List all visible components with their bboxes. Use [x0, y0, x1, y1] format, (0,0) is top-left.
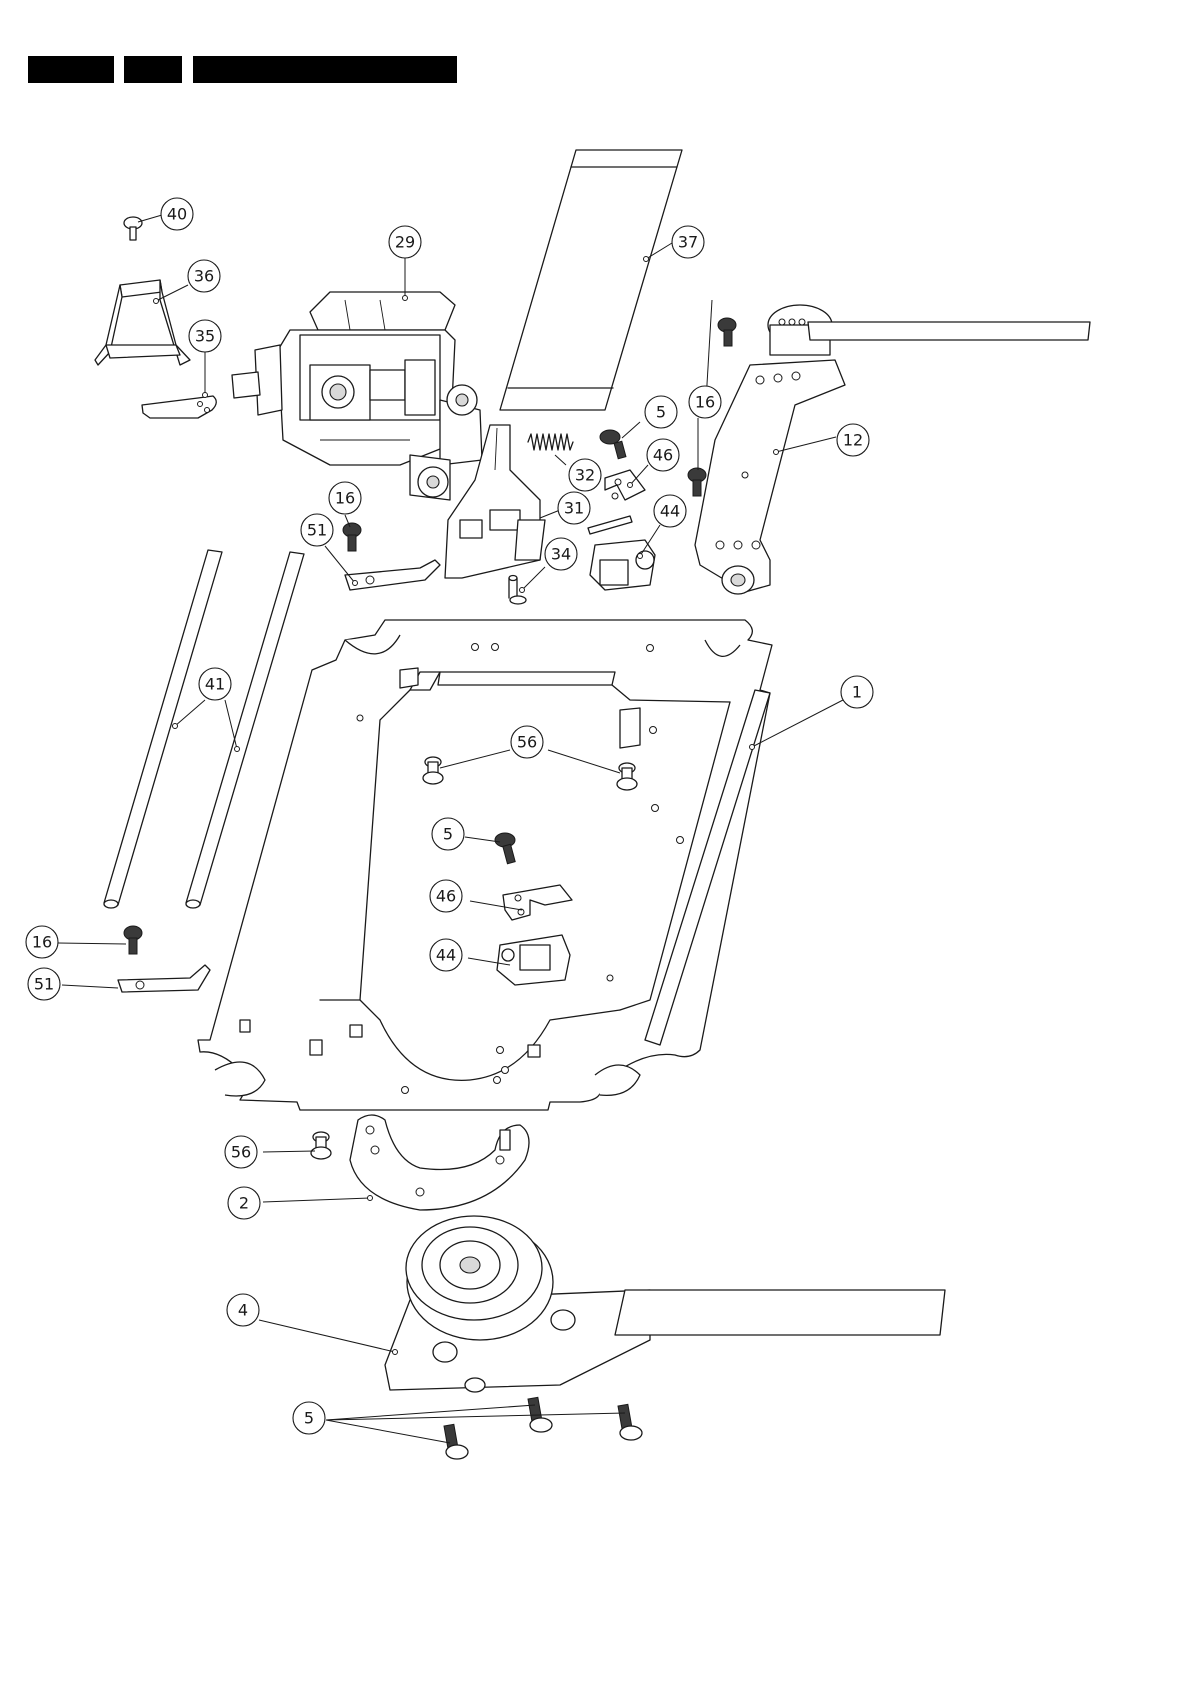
callout-label: 56	[517, 733, 537, 752]
screw-5-upper	[600, 430, 626, 459]
stud-56-lower	[311, 1132, 331, 1159]
clip-51-upper	[345, 560, 440, 590]
callout-16-b: 16	[329, 482, 361, 514]
callout-2: 2	[228, 1187, 260, 1219]
callout-46-a: 46	[647, 439, 679, 471]
callout-44-b: 44	[430, 939, 462, 971]
callout-label: 40	[167, 205, 187, 224]
callout-label: 35	[195, 327, 215, 346]
callout-51-b: 51	[28, 968, 60, 1000]
callout-label: 29	[395, 233, 415, 252]
callout-5-a: 5	[645, 396, 677, 428]
clip-part	[142, 396, 216, 418]
callout-32: 32	[569, 459, 601, 491]
screw-16-b	[688, 468, 706, 496]
callout-label: 1	[852, 683, 862, 702]
callout-label: 2	[239, 1194, 249, 1213]
callout-label: 36	[194, 267, 214, 286]
clip-51-lower	[118, 965, 210, 992]
callout-1: 1	[841, 676, 873, 708]
callout-label: 16	[32, 933, 52, 952]
callout-label: 56	[231, 1143, 251, 1162]
callout-label: 31	[564, 499, 584, 518]
callout-56-a: 56	[511, 726, 543, 758]
callout-16-a: 16	[689, 386, 721, 418]
callout-label: 46	[436, 887, 456, 906]
callout-46-b: 46	[430, 880, 462, 912]
sled-motor-part	[695, 305, 1090, 594]
callout-29: 29	[389, 226, 421, 258]
callout-34: 34	[545, 538, 577, 570]
callout-12: 12	[837, 424, 869, 456]
flex-cable-part	[500, 150, 682, 410]
optical-pickup-part	[232, 292, 482, 500]
callout-56-b: 56	[225, 1136, 257, 1168]
callout-label: 46	[653, 446, 673, 465]
callout-label: 37	[678, 233, 698, 252]
bracket-part	[95, 280, 190, 365]
spindle-motor-part	[385, 1216, 945, 1392]
callout-label: 51	[34, 975, 54, 994]
screw-16-d	[124, 926, 142, 954]
screws-5-lower	[444, 1397, 642, 1459]
callout-label: 41	[205, 675, 225, 694]
callout-44-a: 44	[654, 495, 686, 527]
callout-label: 32	[575, 466, 595, 485]
callout-4: 4	[227, 1294, 259, 1326]
callout-label: 12	[843, 431, 863, 450]
callout-label: 5	[304, 1409, 314, 1428]
screw-16-a	[718, 318, 736, 346]
callout-35: 35	[189, 320, 221, 352]
callout-41: 41	[199, 668, 231, 700]
callout-label: 16	[335, 489, 355, 508]
callout-label: 5	[656, 403, 666, 422]
callout-40: 40	[161, 198, 193, 230]
callout-5-c: 5	[293, 1402, 325, 1434]
callout-label: 44	[436, 946, 456, 965]
callout-label: 4	[238, 1301, 248, 1320]
callout-label: 5	[443, 825, 453, 844]
callout-label: 34	[551, 545, 571, 564]
callout-51-a: 51	[301, 514, 333, 546]
callout-31: 31	[558, 492, 590, 524]
callout-5-b: 5	[432, 818, 464, 850]
arc-bracket-part	[350, 1115, 529, 1210]
screw-16-c	[343, 523, 361, 551]
callout-label: 44	[660, 502, 680, 521]
callout-16-c: 16	[26, 926, 58, 958]
main-chassis-part	[198, 620, 772, 1110]
screw-40	[124, 217, 142, 240]
callout-36: 36	[188, 260, 220, 292]
callout-label: 51	[307, 521, 327, 540]
callout-37: 37	[672, 226, 704, 258]
spring-part	[528, 434, 573, 450]
callout-label: 16	[695, 393, 715, 412]
